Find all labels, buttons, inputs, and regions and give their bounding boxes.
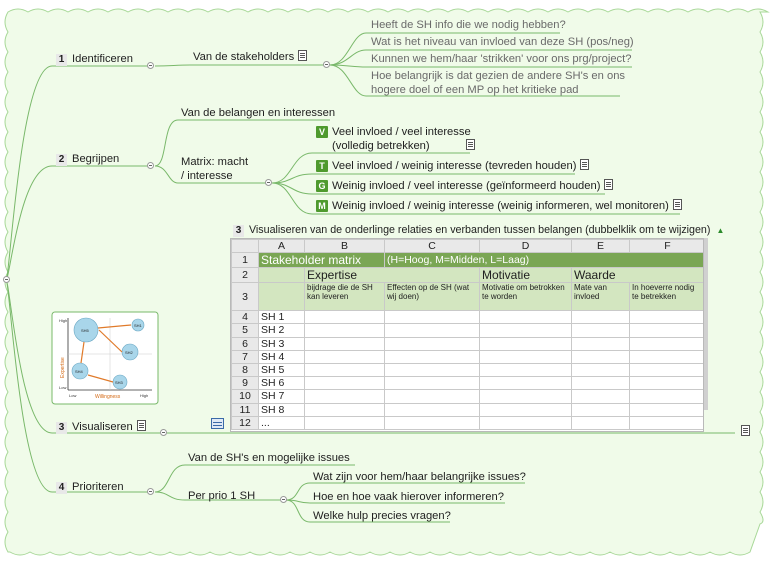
thumbnail-matrix[interactable]: Expertise Willingness High Low Low High … [51,311,159,405]
topic-q2[interactable]: Wat is het niveau van invloed van deze S… [371,36,634,48]
svg-text:Low: Low [69,393,76,398]
sheet-title[interactable]: Stakeholder matrix [258,252,385,269]
topic-q3[interactable]: Kunnen we hem/haar 'strikken' voor ons p… [371,53,632,65]
note-icon[interactable] [604,179,614,190]
topic-per-prio[interactable]: Per prio 1 SH [188,490,256,502]
row-header[interactable]: 2 [231,267,259,284]
per-prio-collapse-toggle[interactable] [280,496,287,503]
badge-g-icon: G [316,180,328,192]
matrix-collapse-toggle[interactable] [265,179,272,186]
note-icon[interactable] [298,50,308,61]
column-header[interactable]: E [571,239,630,254]
topic-matrix[interactable]: Matrix: macht / interesse [181,156,249,182]
note-icon[interactable] [580,159,590,170]
root-collapse-toggle[interactable] [3,276,10,283]
column-header[interactable]: C [384,239,480,254]
topic-p3[interactable]: Welke hulp precies vragen? [313,510,451,522]
table-row: 2 Expertise Motivatie Waarde [231,267,703,284]
spreadsheet-table[interactable]: A B C D E F 1 Stakeholder matrix (H=Hoog… [231,239,703,430]
topic-p1[interactable]: Wat zijn voor hem/haar belangrijke issue… [313,471,526,483]
svg-text:SH1: SH1 [134,323,143,328]
branch-lines [5,32,735,523]
note-icon[interactable] [465,139,475,150]
spreadsheet-embed[interactable]: A B C D E F 1 Stakeholder matrix (H=Hoog… [230,238,704,432]
topic-q4[interactable]: Hoe belangrijk is dat gezien de andere S… [371,70,626,96]
column-header[interactable]: D [479,239,572,254]
begrijpen-collapse-toggle[interactable] [147,162,154,169]
prioriteren-collapse-toggle[interactable] [147,488,154,495]
topic-belangen[interactable]: Van de belangen en interessen [181,107,336,119]
row-header[interactable]: 3 [231,282,259,312]
stakeholders-collapse-toggle[interactable] [323,61,330,68]
sheet-legend[interactable]: (H=Hoog, M=Midden, L=Laag) [384,252,703,269]
spreadsheet-scrollbar[interactable] [704,238,708,410]
thumbnail-x-axis: Willingness [95,394,121,400]
svg-text:SH3: SH3 [115,380,124,385]
svg-text:High: High [140,393,148,398]
table-row: 3 bijdrage die de SH kan leveren Effecte… [231,282,703,312]
table-row: 1 Stakeholder matrix (H=Hoog, M=Midden, … [231,252,703,269]
thumbnail-bubble [73,317,99,343]
thumbnail-y-axis: Expertise [60,357,66,378]
svg-text:Low: Low [59,385,66,390]
note-icon[interactable] [672,199,682,210]
column-header[interactable]: B [304,239,385,254]
badge-m-icon: M [316,200,328,212]
badge-v-icon: V [316,126,328,138]
group-waarde[interactable]: Waarde [571,267,703,284]
note-icon[interactable] [741,425,750,436]
column-header[interactable]: F [629,239,703,254]
svg-text:SH2: SH2 [125,350,134,355]
badge-t-icon: T [316,160,328,172]
svg-text:High: High [59,318,67,323]
topic-p2[interactable]: Hoe en hoe vaak hierover informeren? [313,491,504,503]
topic-sh-issues[interactable]: Van de SH's en mogelijke issues [188,452,350,464]
group-motivatie[interactable]: Motivatie [479,267,572,284]
collapse-up-icon[interactable]: ▲ [716,226,725,235]
visualiseren-collapse-toggle[interactable] [160,429,167,436]
group-expertise[interactable]: Expertise [304,267,480,284]
svg-text:SH5: SH5 [81,328,90,333]
topic-van-de-stakeholders[interactable]: Van de stakeholders [193,50,308,64]
spreadsheet-icon[interactable] [211,418,224,429]
thumbnail-bubble [71,362,89,380]
row-header[interactable]: 1 [231,252,259,269]
svg-text:SH4: SH4 [75,369,84,374]
topic-q1[interactable]: Heeft de SH info die we nodig hebben? [371,19,566,31]
thumbnail-bubble [131,318,145,332]
table-row: 12... [231,415,703,430]
column-header-row: A B C D E F [231,239,703,254]
column-header[interactable]: A [258,239,305,254]
note-icon[interactable] [136,420,146,431]
identificeren-collapse-toggle[interactable] [147,62,154,69]
